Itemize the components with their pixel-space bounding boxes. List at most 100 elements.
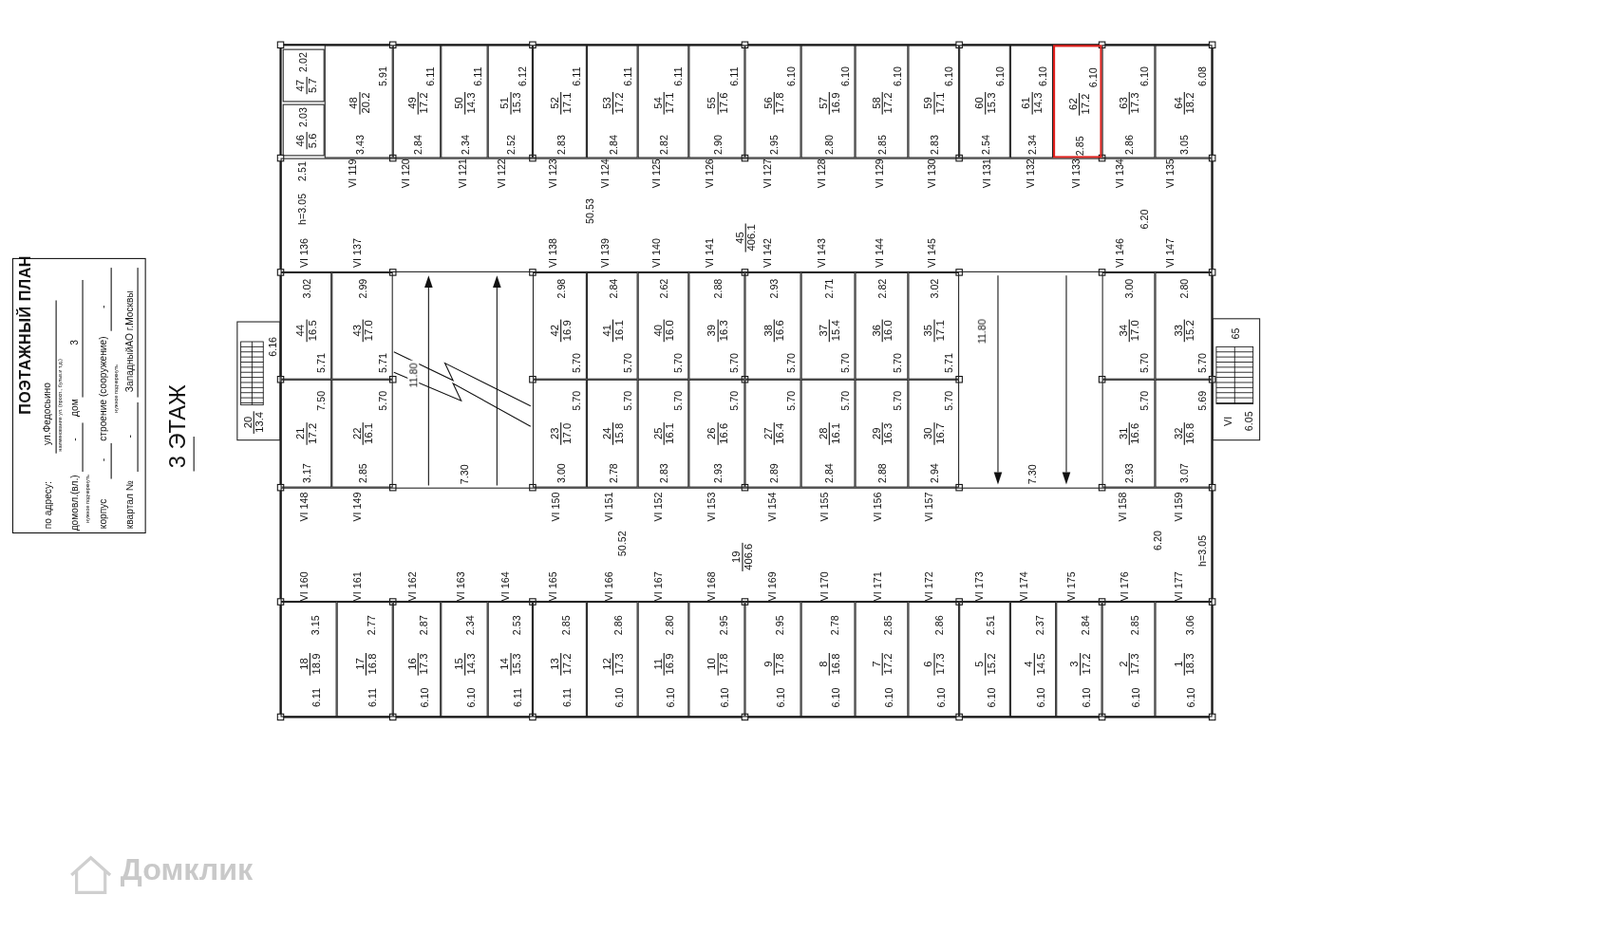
space-marker: VI 164 <box>499 571 511 602</box>
space-marker: VI 151 <box>603 492 616 523</box>
space-marker: VI 140 <box>650 238 662 268</box>
dimension: 5.91 <box>376 66 389 87</box>
parking-space: 4416.53.025.71 <box>281 272 333 380</box>
dimension: 2.53 <box>510 615 523 636</box>
space-marker: VI 123 <box>547 158 560 189</box>
dimension: 6.10 <box>1087 67 1099 88</box>
room-number-area: 3016.7 <box>922 422 947 446</box>
dimension: 5.70 <box>785 353 797 374</box>
parking-space: 5014.36.112.34 <box>440 44 488 158</box>
field-text: ЗападныйАО г.Москвы <box>124 290 135 393</box>
room-area: 15.8 <box>613 422 625 446</box>
room-number: 40 <box>652 319 665 342</box>
room-area: 16.9 <box>829 91 842 114</box>
room-number-area: 4820.2 <box>347 91 372 114</box>
room-area: 17.2 <box>561 653 573 677</box>
room-number: 24 <box>601 422 614 446</box>
dimension: 5.70 <box>1196 353 1208 374</box>
dimension: 2.98 <box>555 279 567 300</box>
dimension: 2.80 <box>663 615 676 636</box>
dimension: 3.02 <box>301 279 314 300</box>
room-number-area: 2216.1 <box>351 422 376 446</box>
room-number: 59 <box>922 91 936 114</box>
space-marker: VI 147 <box>1165 238 1177 268</box>
space-marker: VI 120 <box>400 158 413 189</box>
parking-space: 1617.32.876.10 <box>393 602 442 717</box>
space-marker: VI 175 <box>1065 571 1077 602</box>
room-number-area: 2117.2 <box>295 422 320 446</box>
dimension: 2.51 <box>296 161 308 182</box>
room-number-area: 5817.2 <box>870 91 895 114</box>
parking-space: 6114.36.102.34 <box>1010 44 1054 158</box>
room-area: 16.1 <box>363 422 376 446</box>
room-number-area: 2516.1 <box>652 422 677 446</box>
parking-space: 1818.93.156.11 <box>281 602 338 717</box>
room-area: 16.6 <box>1129 422 1142 446</box>
dimension: 6.08 <box>1196 66 1208 87</box>
room-number: 27 <box>761 422 774 446</box>
parking-space: 5716.96.102.80 <box>801 44 856 158</box>
room-number-area: 2916.3 <box>870 422 895 446</box>
dimension: 2.88 <box>712 279 724 300</box>
dimension: 2.85 <box>882 615 894 636</box>
dimension: 6.10 <box>664 688 677 709</box>
space-marker: VI 130 <box>925 158 938 189</box>
room-number: 64 <box>1172 91 1186 114</box>
dimension: 6.11 <box>673 67 685 87</box>
fill-line <box>81 422 83 472</box>
dimension: 2.51 <box>985 615 998 636</box>
room-number-area: 5217.1 <box>548 91 573 114</box>
dimension: 3.15 <box>309 615 321 636</box>
space-marker: VI 143 <box>815 238 828 268</box>
room-number: 38 <box>761 319 774 342</box>
dimension: 5.70 <box>839 391 851 412</box>
room-area: 14.3 <box>466 91 478 114</box>
room-number-area: 5716.9 <box>816 91 841 114</box>
room-area: 16.5 <box>307 319 320 342</box>
space-marker: VI 129 <box>873 158 885 189</box>
parking-space: 3016.75.702.94 <box>907 379 960 489</box>
room-number: 25 <box>652 422 665 446</box>
parking-space: 4116.12.845.70 <box>586 272 639 380</box>
field-text: по адресу: <box>42 481 54 529</box>
space-marker: VI 165 <box>547 571 560 602</box>
dimension: 6.10 <box>942 66 955 87</box>
parking-space: 118.33.066.10 <box>1154 602 1212 717</box>
dimension: 2.52 <box>505 134 517 155</box>
dimension: 2.94 <box>928 463 941 484</box>
dimension: 5.70 <box>839 353 851 374</box>
room-number-area: 6015.3 <box>973 91 998 114</box>
parking-space: 2616.65.702.93 <box>688 379 745 489</box>
space-marker: VI 138 <box>547 238 560 268</box>
dimension: 2.78 <box>828 615 841 636</box>
room-number: 3 <box>1068 653 1081 677</box>
dimension: 2.82 <box>877 279 889 300</box>
dimension: 6.11 <box>425 67 437 87</box>
dimension: 3.02 <box>928 279 941 300</box>
dimension: 6.10 <box>883 688 895 709</box>
room-number: 54 <box>652 91 665 114</box>
dimension: 6.10 <box>1129 688 1142 709</box>
room-number: 17 <box>354 653 367 677</box>
dimension: 3.07 <box>1179 463 1191 484</box>
dimension: 6.10 <box>613 688 625 709</box>
room-area: 18.3 <box>1185 653 1197 677</box>
dimension: 2.93 <box>1124 463 1136 484</box>
parking-space: 3417.03.005.70 <box>1102 272 1156 380</box>
room-number: 48 <box>347 91 360 114</box>
room-area: 15.3 <box>511 91 524 114</box>
room-number-area: 2816.1 <box>816 422 841 446</box>
room-number: 5 <box>973 653 986 677</box>
parking-space: 515.22.516.10 <box>959 602 1011 717</box>
parking-space: 6317.36.102.86 <box>1102 44 1156 158</box>
room-number-area: 717.2 <box>870 653 895 677</box>
room-number: 34 <box>1117 319 1130 342</box>
room-area: 17.6 <box>718 91 731 114</box>
parking-space: 4016.02.625.70 <box>638 272 690 380</box>
fill-line <box>110 442 112 479</box>
room-number: 44 <box>295 319 308 342</box>
parking-space: 2816.15.702.84 <box>801 379 856 489</box>
dimension: 6.16 <box>266 337 279 358</box>
dimension: 2.34 <box>464 615 476 636</box>
room-number-area: 816.8 <box>816 653 841 677</box>
